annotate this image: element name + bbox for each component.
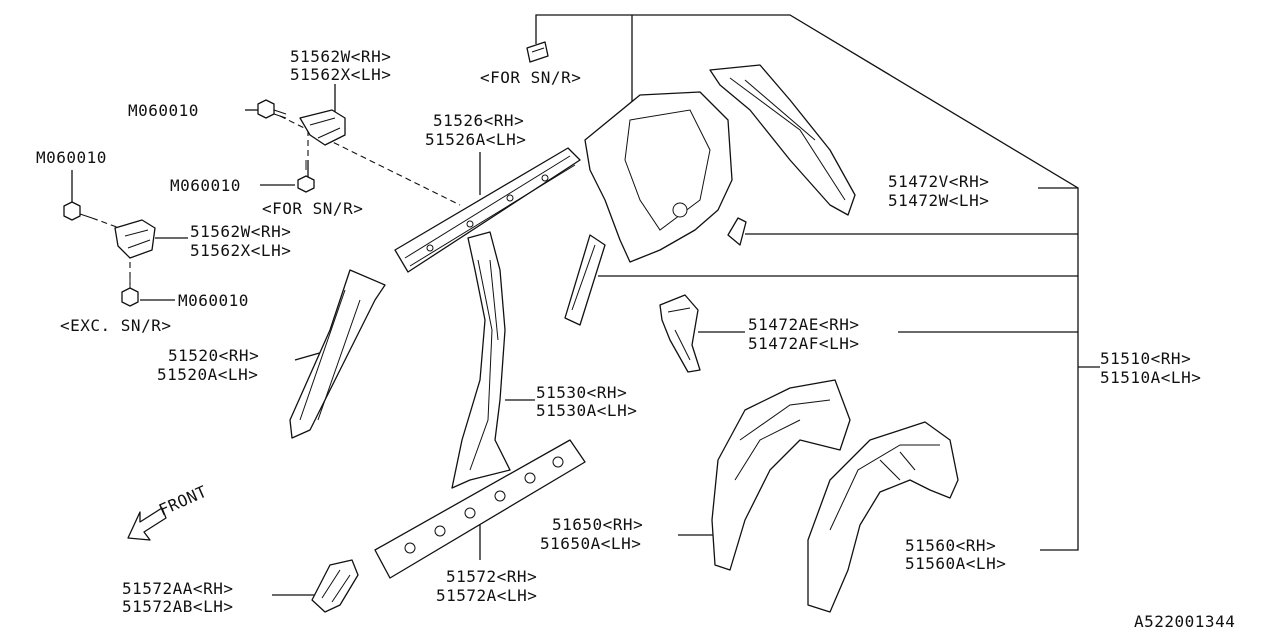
front-arrow-icon bbox=[127, 507, 167, 541]
front-label: FRONT bbox=[156, 482, 210, 520]
label-51560a: 51560A<LH> bbox=[905, 554, 1006, 573]
label-51510: 51510<RH> bbox=[1100, 349, 1191, 368]
bracket-for-sn-r bbox=[526, 41, 549, 63]
bolt-icon bbox=[121, 278, 139, 307]
strip-part bbox=[564, 234, 606, 326]
wheelhouse-51560 bbox=[807, 421, 959, 613]
clip-part bbox=[727, 217, 747, 246]
label-51472v: 51472V<RH> bbox=[888, 172, 989, 191]
label-51472af: 51472AF<LH> bbox=[748, 334, 859, 353]
label-m060010-left: M060010 bbox=[36, 148, 107, 167]
label-exc-sn-r: <EXC. SN/R> bbox=[60, 316, 171, 335]
label-51572ab: 51572AB<LH> bbox=[122, 597, 233, 616]
label-m060010-mid: M060010 bbox=[170, 176, 241, 195]
label-51562w-left: 51562W<RH> bbox=[190, 222, 291, 241]
label-for-sn-r-mid: <FOR SN/R> bbox=[262, 199, 363, 218]
label-51560: 51560<RH> bbox=[905, 536, 996, 555]
label-51572: 51572<RH> bbox=[446, 567, 537, 586]
label-m060010-bottom: M060010 bbox=[178, 291, 249, 310]
label-51562x-top: 51562X<LH> bbox=[290, 65, 391, 84]
bracket-51510 bbox=[535, 14, 1100, 551]
parts bbox=[63, 41, 959, 613]
diagram-id: A522001344 bbox=[1134, 612, 1235, 631]
roof-rail-51526 bbox=[394, 147, 581, 273]
bolt-icon bbox=[63, 201, 93, 221]
label-for-sn-r-top: <FOR SN/R> bbox=[480, 68, 581, 87]
label-51562x-left: 51562X<LH> bbox=[190, 241, 291, 260]
label-51572a: 51572A<LH> bbox=[436, 586, 537, 605]
label-51562w-top: 51562W<RH> bbox=[290, 47, 391, 66]
label-51472w: 51472W<LH> bbox=[888, 191, 989, 210]
rail-51472v bbox=[709, 64, 856, 216]
label-51510a: 51510A<LH> bbox=[1100, 368, 1201, 387]
bolt-icon bbox=[297, 160, 315, 193]
label-51526a: 51526A<LH> bbox=[425, 130, 526, 149]
label-m060010-top: M060010 bbox=[128, 101, 199, 120]
pillar-51520 bbox=[289, 269, 386, 439]
bolt-icon bbox=[257, 99, 287, 119]
label-51572aa: 51572AA<RH> bbox=[122, 579, 233, 598]
label-51650a: 51650A<LH> bbox=[540, 534, 641, 553]
label-51520a: 51520A<LH> bbox=[157, 365, 258, 384]
label-51530a: 51530A<LH> bbox=[536, 401, 637, 420]
bracket-51562w-left bbox=[114, 219, 156, 259]
label-51526: 51526<RH> bbox=[433, 111, 524, 130]
quarter-panel-51510 bbox=[584, 91, 733, 263]
bracket-51562w-top bbox=[299, 109, 346, 146]
label-51472ae: 51472AE<RH> bbox=[748, 315, 859, 334]
wheelhouse-51650 bbox=[711, 379, 851, 571]
pillar-51530 bbox=[451, 231, 511, 489]
label-51650: 51650<RH> bbox=[552, 515, 643, 534]
label-51520: 51520<RH> bbox=[168, 346, 259, 365]
bracket-51572aa bbox=[311, 559, 359, 613]
bracket-51472ae bbox=[659, 294, 701, 373]
label-51530: 51530<RH> bbox=[536, 383, 627, 402]
